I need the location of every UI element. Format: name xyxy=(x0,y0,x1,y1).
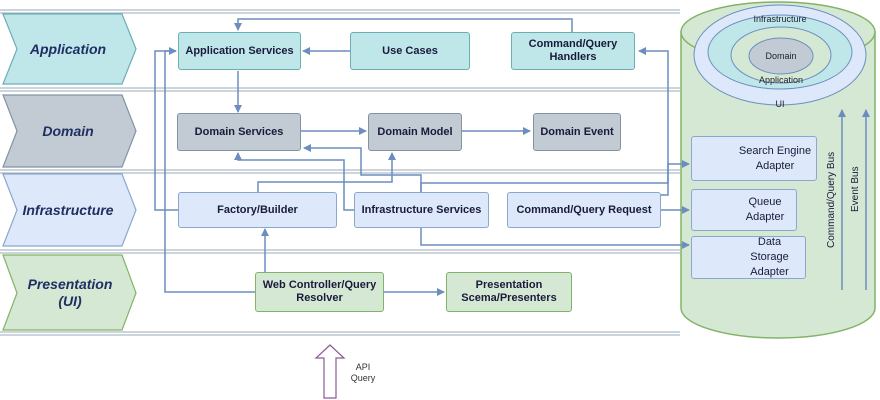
presentation-schema-presenters-box[interactable]: Presentation Scema/Presenters xyxy=(446,272,572,312)
web-controller-query-resolver-box[interactable]: Web Controller/Query Resolver xyxy=(255,272,384,312)
search-engine-adapter[interactable]: Search Engine Adapter xyxy=(691,136,817,181)
onion-diagram xyxy=(693,4,867,106)
onion-domain-label: Domain xyxy=(765,51,797,61)
layer-separators xyxy=(0,9,680,336)
infrastructure-layer-label: Infrastructure xyxy=(22,201,114,218)
domain-event-box[interactable]: Domain Event xyxy=(533,113,621,151)
infrastructure-layer-chevron xyxy=(2,173,137,247)
application-layer-label: Application xyxy=(29,40,107,57)
domain-layer-label: Domain xyxy=(42,122,94,139)
domain-services-box[interactable]: Domain Services xyxy=(177,113,301,151)
command-query-bus-label: Command/Query Bus xyxy=(826,151,837,248)
application-layer-chevron xyxy=(2,13,137,85)
event-bus-label: Event Bus xyxy=(850,166,861,212)
command-query-handlers-box[interactable]: Command/Query Handlers xyxy=(511,32,635,70)
presentation-layer-label: Presentation (UI) xyxy=(27,275,113,309)
presentation-layer-chevron xyxy=(2,254,137,331)
api-query-label: API Query xyxy=(350,362,376,383)
queue-adapter[interactable]: Queue Adapter xyxy=(691,189,797,231)
onion-infrastructure-label: Infrastructure xyxy=(753,14,807,24)
use-cases-box[interactable]: Use Cases xyxy=(350,32,470,70)
onion-ui-label: UI xyxy=(775,99,785,109)
api-entry-arrow xyxy=(314,344,346,399)
domain-layer-chevron xyxy=(2,94,137,168)
connector-arrows xyxy=(154,18,690,296)
search-engine-adapter-label: Search Engine Adapter xyxy=(738,144,812,172)
data-storage-adapter-label: Data Storage Adapter xyxy=(750,236,789,278)
data-storage-adapter[interactable]: Data Storage Adapter xyxy=(691,236,806,279)
queue-adapter-label: Queue Adapter xyxy=(745,196,785,223)
domain-model-box[interactable]: Domain Model xyxy=(368,113,462,151)
application-services-box[interactable]: Application Services xyxy=(178,32,301,70)
infrastructure-services-box[interactable]: Infrastructure Services xyxy=(354,192,489,228)
onion-application-label: Application xyxy=(758,75,804,85)
command-query-request-box[interactable]: Command/Query Request xyxy=(507,192,661,228)
factory-builder-box[interactable]: Factory/Builder xyxy=(178,192,337,228)
